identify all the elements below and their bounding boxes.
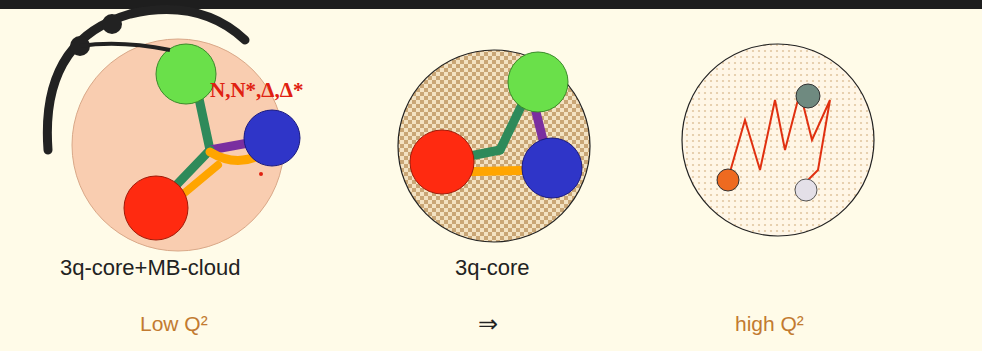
baryon-states: N,N*,Δ,Δ* xyxy=(210,78,303,103)
quark xyxy=(717,169,739,191)
momentum-label: high Q² xyxy=(735,312,804,336)
small-dot xyxy=(259,172,263,176)
quark xyxy=(796,84,820,108)
stage-label: 3q-core xyxy=(455,255,530,281)
stage-label: 3q-core+MB-cloud xyxy=(60,255,240,281)
quark xyxy=(795,179,817,201)
gluon-line xyxy=(730,92,830,188)
quark xyxy=(124,176,188,240)
core-circle xyxy=(398,50,590,242)
quark xyxy=(244,110,300,166)
pointlike-circle xyxy=(682,44,874,236)
arrow-symbol: ⇒ xyxy=(478,310,498,338)
quark xyxy=(508,52,568,112)
meson-line xyxy=(80,44,170,50)
quark xyxy=(156,44,216,104)
quark xyxy=(522,138,582,198)
quark xyxy=(410,130,474,194)
momentum-label: Low Q² xyxy=(140,312,208,336)
meson-dot xyxy=(102,14,122,34)
